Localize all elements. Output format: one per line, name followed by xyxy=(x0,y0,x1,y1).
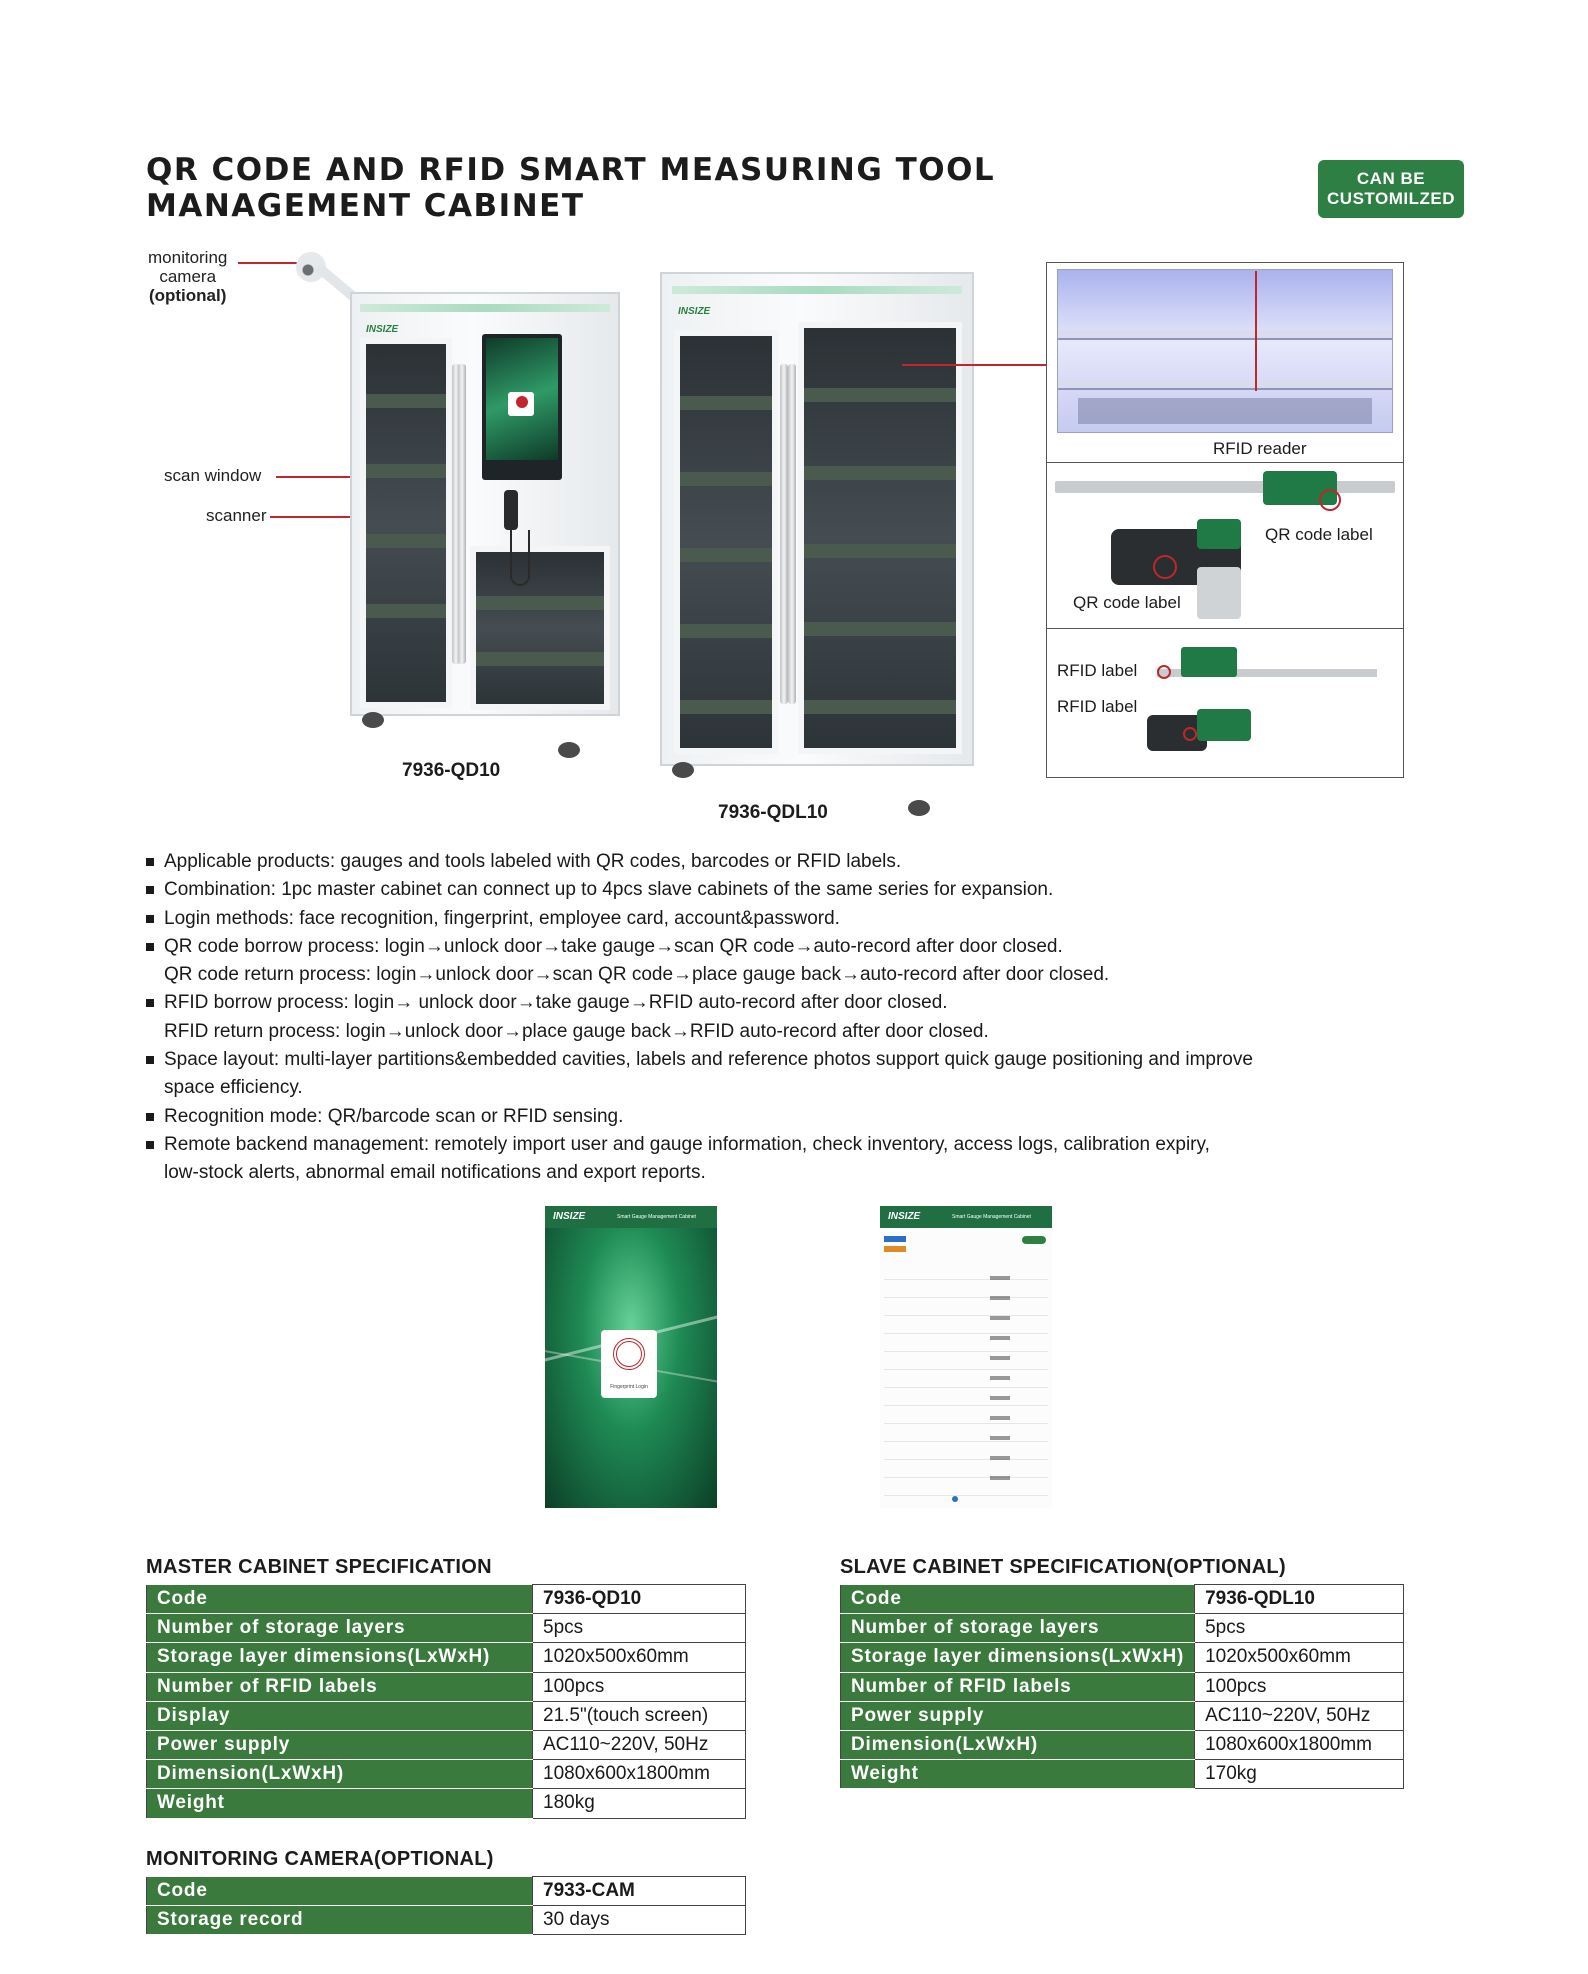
scan-window-callout: scan window xyxy=(164,466,262,485)
scanner-callout: scanner xyxy=(206,506,267,525)
rfid-reader-pointer-line xyxy=(902,364,1048,366)
qr-code-label-1: QR code label xyxy=(1265,525,1373,544)
title-line-2: MANAGEMENT CABINET xyxy=(146,188,585,224)
feature-item: Combination: 1pc master cabinet can conn… xyxy=(146,876,1386,904)
list-app-title: Smart Gauge Management Cabinet xyxy=(952,1214,1031,1220)
rfid-label-1: RFID label xyxy=(1057,661,1138,680)
scanner-device xyxy=(504,490,518,530)
slave-wheel-right xyxy=(908,800,930,816)
qr-code-label-2: QR code label xyxy=(1073,593,1181,612)
master-model-label: 7936-QD10 xyxy=(402,760,501,781)
slave-brand-logo: INSIZE xyxy=(678,306,711,317)
slave-model-label: 7936-QDL10 xyxy=(718,802,828,823)
camera-callout-line xyxy=(238,262,300,264)
inventory-screen-image: INSIZE Smart Gauge Management Cabinet xyxy=(880,1206,1052,1508)
feature-item: Space layout: multi-layer partitions&emb… xyxy=(146,1046,1386,1103)
feature-item: Remote backend management: remotely impo… xyxy=(146,1131,1386,1188)
title-line-1: QR CODE AND RFID SMART MEASURING TOOL xyxy=(146,152,996,188)
feature-item: Applicable products: gauges and tools la… xyxy=(146,848,1386,876)
camera-callout: monitoring camera (optional) xyxy=(148,248,227,305)
badge-line-1: CAN BE xyxy=(1356,169,1426,188)
master-wheel-left xyxy=(362,712,384,728)
slave-wheel-left xyxy=(672,762,694,778)
touch-screen xyxy=(482,334,562,480)
feature-list: Applicable products: gauges and tools la… xyxy=(146,848,1386,1188)
rfid-reader-label: RFID reader xyxy=(1213,439,1307,458)
table-row: Storage layer dimensions(LxWxH)1020x500x… xyxy=(146,1642,746,1673)
feature-item: RFID borrow process: login→ unlock door→… xyxy=(146,989,1386,1046)
camera-callout-line-3: (optional) xyxy=(148,286,227,305)
slave-cabinet-image: INSIZE xyxy=(660,272,974,766)
feature-item: QR code borrow process: login→unlock doo… xyxy=(146,933,1386,990)
rfid-reader-panel: RFID reader xyxy=(1046,262,1404,464)
camera-callout-line-2: camera xyxy=(159,267,217,286)
page-title: QR CODE AND RFID SMART MEASURING TOOL MA… xyxy=(146,152,995,224)
table-row: Dimension(LxWxH)1080x600x1800mm xyxy=(839,1729,1404,1761)
list-brand: INSIZE xyxy=(888,1211,921,1222)
qr-label-panel: QR code label QR code label xyxy=(1046,462,1404,630)
rfid-label-panel: RFID label RFID label xyxy=(1046,628,1404,778)
customizable-badge: CAN BE CUSTOMILZED xyxy=(1318,160,1464,218)
fingerprint-login-button[interactable]: Fingerprint Login xyxy=(601,1330,657,1398)
slave-spec-title: SLAVE CABINET SPECIFICATION(OPTIONAL) xyxy=(840,1556,1286,1578)
master-spec-title: MASTER CABINET SPECIFICATION xyxy=(146,1556,492,1578)
monitoring-camera xyxy=(296,250,376,316)
camera-spec-title: MONITORING CAMERA(OPTIONAL) xyxy=(146,1848,494,1870)
rfid-label-2: RFID label xyxy=(1057,697,1138,716)
table-row: Storage layer dimensions(LxWxH)1020x500x… xyxy=(839,1642,1404,1673)
fingerprint-login-caption: Fingerprint Login xyxy=(610,1384,648,1390)
fingerprint-icon xyxy=(613,1338,645,1370)
feature-item: Login methods: face recognition, fingerp… xyxy=(146,905,1386,933)
master-cabinet-image: INSIZE xyxy=(350,292,620,716)
master-wheel-right xyxy=(558,742,580,758)
camera-callout-line-1: monitoring xyxy=(148,248,228,267)
login-app-title: Smart Gauge Management Cabinet xyxy=(617,1214,696,1220)
login-brand: INSIZE xyxy=(553,1211,586,1222)
table-row: Dimension(LxWxH)1080x600x1800mm xyxy=(146,1759,746,1790)
feature-item: Recognition mode: QR/barcode scan or RFI… xyxy=(146,1103,1386,1131)
badge-line-2: CUSTOMILZED xyxy=(1327,189,1455,208)
master-brand-logo: INSIZE xyxy=(366,324,399,335)
login-screen-image: INSIZE Smart Gauge Management Cabinet Fi… xyxy=(545,1206,717,1508)
